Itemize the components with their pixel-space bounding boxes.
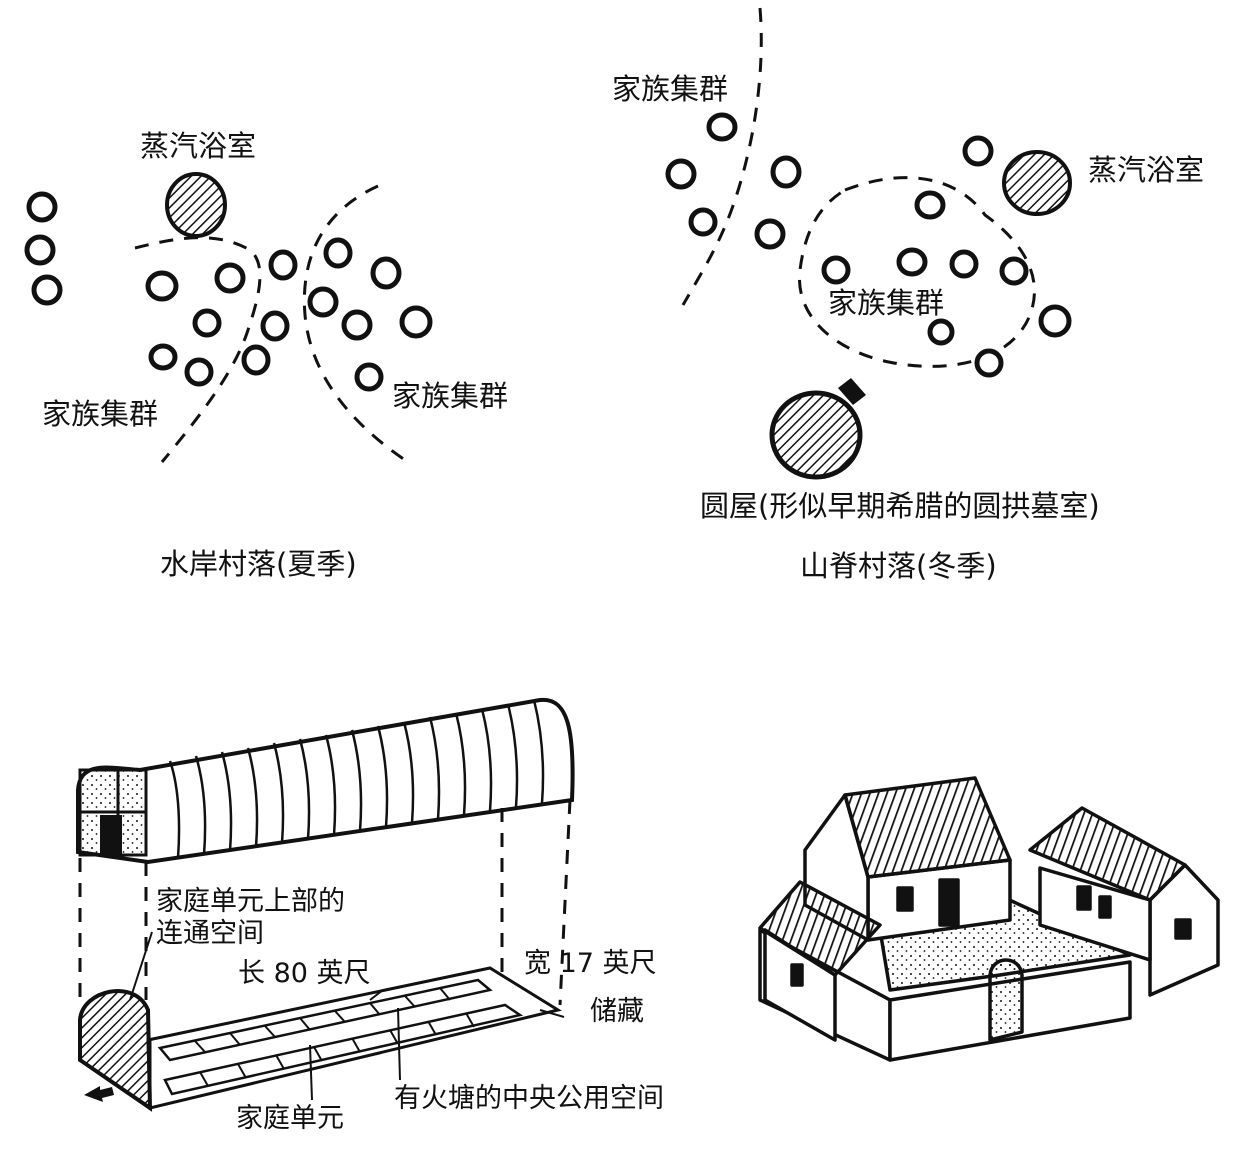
longhouse-roof-ribs xyxy=(168,699,545,859)
winter-steam-bath-shape xyxy=(1002,150,1072,216)
winter-dwellings xyxy=(665,112,1072,378)
family-unit-rows xyxy=(157,978,524,1096)
summer-village-caption: 水岸村落(夏季) xyxy=(160,547,357,581)
storage-label: 储藏 xyxy=(590,996,644,1027)
summer-steam-bath-label: 蒸汽浴室 xyxy=(140,129,257,163)
summer-family-cluster-label-right: 家族集群 xyxy=(392,379,509,413)
longhouse-projection-lines xyxy=(78,799,572,1006)
longhouse-roof xyxy=(76,697,575,865)
summer-cluster-boundary-right xyxy=(302,184,409,464)
summer-family-cluster-label-left: 家族集群 xyxy=(42,397,159,431)
winter-steam-bath-label: 蒸汽浴室 xyxy=(1088,153,1205,187)
winter-village-diagram xyxy=(665,7,1072,480)
main-hall-roof xyxy=(843,776,1012,879)
summer-dwellings xyxy=(24,191,433,392)
upper-space-label-line1: 家庭单元上部的 xyxy=(156,886,345,917)
winter-family-cluster-label-top: 家族集群 xyxy=(612,72,729,106)
longhouse-diagram xyxy=(76,697,575,1112)
round-house-shape xyxy=(769,390,863,480)
right-wing-wall xyxy=(1038,866,1152,962)
round-house-label: 圆屋(形似早期希腊的圆拱墓室) xyxy=(700,489,1100,523)
longhouse-cross-section xyxy=(78,989,153,1112)
width-label: 宽 17 英尺 xyxy=(524,948,657,979)
family-unit-label: 家庭单元 xyxy=(236,1103,344,1134)
left-wing-roof xyxy=(758,880,882,977)
family-unit-dividers xyxy=(194,987,475,1087)
courtyard-gate xyxy=(988,958,1024,1042)
entrance-arrow-icon xyxy=(84,1086,114,1102)
right-wing-roof xyxy=(1028,806,1187,902)
summer-village-diagram xyxy=(24,172,433,464)
upper-space-label-line2: 连通空间 xyxy=(156,918,264,949)
round-house-entrance xyxy=(838,378,866,405)
length-label: 长 80 英尺 xyxy=(238,958,371,989)
winter-cluster-boundary-line xyxy=(681,7,763,306)
courtyard-house-drawing xyxy=(758,776,1220,1062)
winter-village-caption: 山脊村落(冬季) xyxy=(800,549,997,583)
summer-cluster-boundary-left xyxy=(134,236,262,463)
winter-family-cluster-label-center: 家族集群 xyxy=(828,286,945,320)
central-space-label: 有火塘的中央公用空间 xyxy=(394,1083,664,1114)
longhouse-leader-lines xyxy=(129,931,565,1101)
summer-steam-bath-shape xyxy=(165,172,227,238)
